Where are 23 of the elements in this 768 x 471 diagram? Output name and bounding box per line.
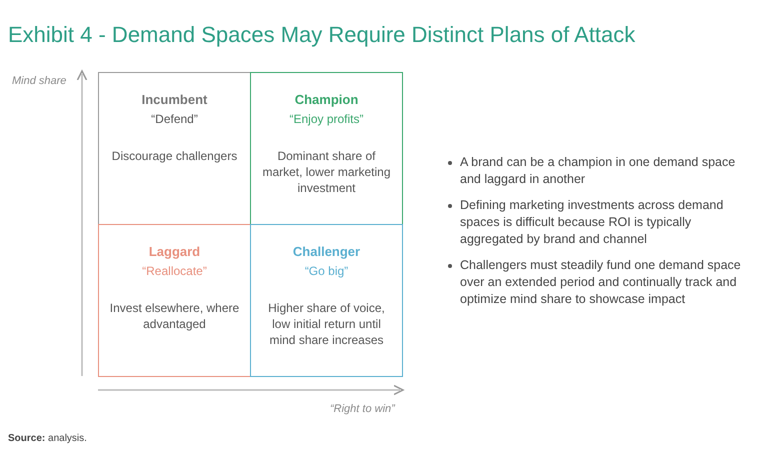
quadrant-motto: “Reallocate” <box>142 262 207 280</box>
axis-label: “Right to win” <box>330 402 395 417</box>
quadrant-heading: Laggard <box>148 243 200 261</box>
quadrant-heading: Challenger <box>292 243 360 261</box>
quadrant-motto: “Enjoy profits” <box>289 110 364 128</box>
quadrant-description: Higher share of voice, low initial return until mind share increases <box>267 300 386 348</box>
quadrant-description: Dominant share of market, lower marketing investment <box>261 148 392 196</box>
quadrant-box <box>98 72 251 225</box>
axis-label: Mind share <box>12 74 66 89</box>
quadrant-description: Invest elsewhere, where advantaged <box>108 300 240 332</box>
bullet-text: Defining marketing investments across demand spaces is difficult because ROI is typically aggregated by brand and channel <box>460 197 724 248</box>
bullet-text: A brand can be a champion in one demand space and laggard in another <box>460 154 736 188</box>
bullet-text: Challengers must steadily fund one demand space over an extended period and continually track and optimize mind share to showcase impact <box>460 257 742 308</box>
quadrant-heading: Champion <box>294 91 358 109</box>
title: Exhibit 4 - Demand Spaces May Require Distinct Plans of Attack <box>8 21 636 49</box>
quadrant-heading: Incumbent <box>142 91 208 109</box>
quadrant-motto: “Go big” <box>304 262 348 280</box>
quadrant-motto: “Defend” <box>151 110 198 128</box>
quadrant-description: Discourage challengers <box>112 148 238 164</box>
quadrant-box <box>250 224 403 377</box>
quadrant-box <box>250 72 403 225</box>
quadrant-box <box>98 224 251 377</box>
source-note: Source: analysis. <box>8 432 87 446</box>
